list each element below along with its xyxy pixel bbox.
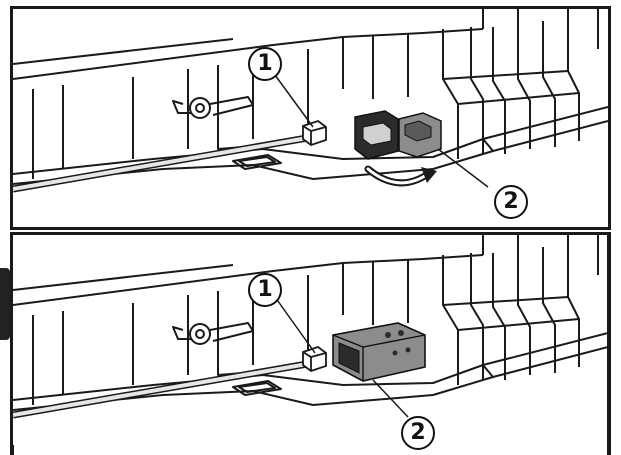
frame-top-edge xyxy=(13,28,484,80)
ribbon-cable-top xyxy=(13,133,314,193)
leader-line-1 xyxy=(274,74,314,128)
ribbon-cable-bottom xyxy=(13,359,314,419)
callout-2: 2 xyxy=(401,416,435,450)
frame-ribs xyxy=(342,33,409,99)
printer-interior-drawing-bottom xyxy=(13,235,608,455)
rotate-arrow-icon xyxy=(364,165,437,187)
leader-line-2 xyxy=(372,379,409,418)
step-panel-disconnect: 1 2 xyxy=(10,6,611,230)
slot xyxy=(232,154,282,170)
frame-upper-edge xyxy=(13,38,234,65)
callout-2: 2 xyxy=(494,185,528,219)
leader-line-2 xyxy=(437,148,489,188)
connector-housing-icon xyxy=(332,322,426,382)
connector-housing-icon xyxy=(354,110,442,160)
callout-1: 1 xyxy=(248,273,282,307)
connector-plug-icon xyxy=(302,345,327,373)
leader-line-1 xyxy=(274,296,316,354)
callout-1: 1 xyxy=(248,47,282,81)
page-edge-tab xyxy=(0,268,10,340)
printer-interior-drawing-top xyxy=(13,9,608,193)
step-panel-connect: 1 2 xyxy=(10,232,611,455)
roller-hub xyxy=(189,97,211,119)
connector-plug-icon xyxy=(302,119,327,147)
